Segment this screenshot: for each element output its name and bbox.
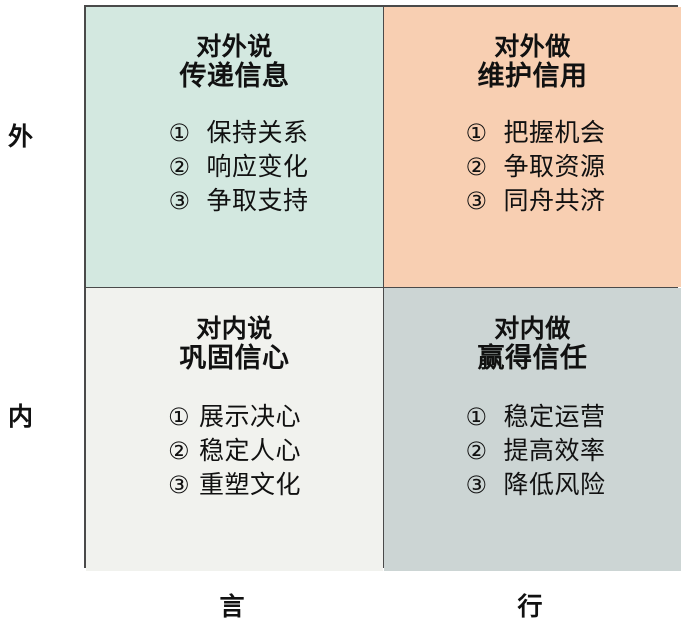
list-marker-icon: ①: [168, 119, 190, 148]
quadrant-outer-say-title-line2: 传递信息: [179, 60, 290, 92]
quadrant-outer-do-title-line1: 对外做: [494, 32, 571, 61]
list-marker-icon: ③: [465, 186, 487, 215]
quadrant-outer-say[interactable]: 对外说 传递信息 ① 保持关系 ② 响应变化 ③ 争取支持: [86, 7, 383, 287]
list-marker-icon: ②: [167, 436, 190, 465]
column-axis-label-words: 言: [219, 592, 245, 621]
quadrant-inner-say[interactable]: 对内说 巩固信心 ① 展示决心 ② 稳定人心 ③ 重塑文化: [86, 288, 383, 571]
list-item: ① 把握机会: [465, 116, 605, 150]
list-item-label: 争取支持: [206, 185, 309, 215]
list-item: ② 稳定人心: [168, 434, 301, 468]
quadrant-inner-do-title-line1: 对内做: [494, 314, 571, 343]
list-item: ① 展示决心: [168, 400, 301, 434]
quadrant-inner-do-list: ① 稳定运营 ② 提高效率 ③ 降低风险: [465, 400, 605, 501]
list-item-label: 把握机会: [503, 118, 606, 148]
list-marker-icon: ③: [465, 470, 487, 499]
list-item-label: 保持关系: [206, 118, 309, 148]
list-item: ① 保持关系: [168, 116, 308, 150]
list-item: ③ 降低风险: [465, 468, 605, 502]
list-item: ② 争取资源: [465, 150, 605, 184]
quadrant-inner-say-title: 对内说 巩固信心: [179, 314, 290, 374]
row-axis-label-outer: 外: [8, 122, 34, 151]
list-item: ③ 重塑文化: [168, 468, 301, 502]
list-marker-icon: ①: [167, 403, 190, 432]
list-marker-icon: ②: [465, 152, 487, 181]
quadrant-inner-say-title-line1: 对内说: [196, 314, 273, 343]
matrix-grid: 对外说 传递信息 ① 保持关系 ② 响应变化 ③ 争取支持 对外做 维护信用: [84, 5, 681, 571]
quadrant-outer-do-title: 对外做 维护信用: [477, 32, 588, 92]
list-item-label: 响应变化: [206, 151, 309, 181]
list-marker-icon: ②: [465, 436, 487, 465]
list-item: ③ 同舟共济: [465, 184, 605, 218]
quadrant-outer-do-list: ① 把握机会 ② 争取资源 ③ 同舟共济: [465, 116, 605, 217]
list-item: ① 稳定运营: [465, 400, 605, 434]
list-item: ③ 争取支持: [168, 184, 308, 218]
list-marker-icon: ①: [465, 403, 487, 432]
list-item: ② 响应变化: [168, 150, 308, 184]
list-marker-icon: ①: [465, 119, 487, 148]
quadrant-inner-do-title-line2: 赢得信任: [477, 342, 588, 374]
quadrant-inner-do-title: 对内做 赢得信任: [477, 314, 588, 374]
quadrant-inner-say-list: ① 展示决心 ② 稳定人心 ③ 重塑文化: [168, 400, 301, 501]
list-marker-icon: ②: [168, 152, 190, 181]
column-axis-label-deeds: 行: [517, 592, 543, 621]
quadrant-outer-say-title: 对外说 传递信息: [179, 32, 290, 92]
list-item-label: 重塑文化: [198, 469, 301, 499]
list-item: ② 提高效率: [465, 434, 605, 468]
quadrant-outer-do[interactable]: 对外做 维护信用 ① 把握机会 ② 争取资源 ③ 同舟共济: [384, 7, 681, 287]
list-item-label: 降低风险: [503, 469, 606, 499]
list-item-label: 争取资源: [503, 151, 606, 181]
list-marker-icon: ③: [167, 470, 190, 499]
list-item-label: 提高效率: [503, 435, 606, 465]
list-item-label: 稳定人心: [198, 435, 301, 465]
quadrant-outer-say-list: ① 保持关系 ② 响应变化 ③ 争取支持: [168, 116, 308, 217]
list-item-label: 稳定运营: [503, 402, 606, 432]
quadrant-inner-say-title-line2: 巩固信心: [179, 342, 290, 374]
row-axis-label-inner: 内: [8, 402, 34, 431]
quadrant-inner-do[interactable]: 对内做 赢得信任 ① 稳定运营 ② 提高效率 ③ 降低风险: [384, 288, 681, 571]
quadrant-outer-do-title-line2: 维护信用: [477, 60, 588, 92]
quadrant-outer-say-title-line1: 对外说: [196, 32, 273, 61]
list-item-label: 展示决心: [198, 402, 301, 432]
list-marker-icon: ③: [168, 186, 190, 215]
list-item-label: 同舟共济: [503, 185, 606, 215]
